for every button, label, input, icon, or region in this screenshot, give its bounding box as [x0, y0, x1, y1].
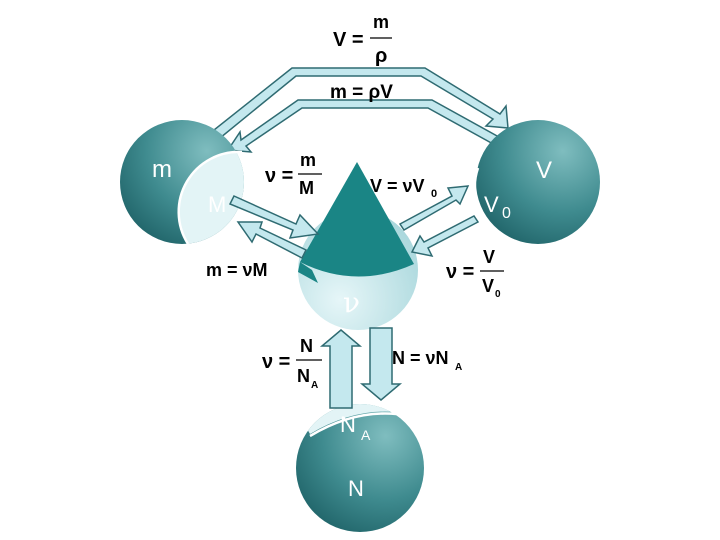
formula-nu-from-m: ν = m M — [265, 150, 322, 198]
svg-text:V: V — [484, 192, 499, 217]
svg-text:N: N — [340, 412, 356, 437]
formula-m-from-v: m = ρV — [330, 82, 393, 103]
svg-text:N: N — [300, 336, 313, 356]
svg-text:V =: V = — [333, 29, 364, 51]
amount-label: ν — [343, 286, 360, 319]
arrow-amount-to-volume — [398, 185, 470, 232]
arrow-volume-to-mass — [226, 99, 509, 153]
molar-volume-label: V 0 — [484, 192, 511, 222]
amount-sphere — [298, 162, 418, 330]
formula-nu-from-n: ν = N N A — [262, 336, 322, 391]
svg-text:ν =: ν = — [262, 351, 290, 373]
molar-mass-label: M — [208, 192, 226, 217]
formula-v-from-nu: V = νV 0 — [370, 176, 437, 200]
avogadro-label: N A — [340, 412, 371, 443]
svg-text:0: 0 — [502, 205, 511, 222]
svg-text:V: V — [482, 276, 494, 296]
arrow-mass-to-volume — [212, 67, 509, 140]
svg-text:0: 0 — [431, 188, 437, 200]
arrow-particles-to-amount — [319, 329, 363, 409]
mass-label: m — [152, 156, 172, 183]
particles-sphere — [296, 404, 424, 532]
svg-text:0: 0 — [495, 289, 501, 300]
particles-label: N — [348, 476, 364, 501]
svg-text:A: A — [455, 362, 462, 373]
svg-text:M: M — [299, 178, 314, 198]
arrow-amount-to-mass — [236, 221, 308, 260]
arrow-mass-to-amount — [228, 195, 320, 239]
svg-text:V = νV: V = νV — [370, 176, 425, 196]
formula-m-from-nu: m = νM — [206, 260, 268, 280]
svg-text:A: A — [361, 427, 371, 443]
arrow-volume-to-amount — [410, 215, 480, 258]
svg-text:N: N — [297, 366, 310, 386]
svg-text:ν =: ν = — [446, 261, 474, 283]
svg-text:ρ: ρ — [375, 45, 387, 67]
arrow-amount-to-particles — [359, 327, 403, 401]
svg-text:ν =: ν = — [265, 165, 293, 187]
svg-text:m: m — [300, 150, 316, 170]
formula-n-from-nu: N = νN A — [392, 348, 462, 373]
formula-nu-from-v: ν = V V 0 — [446, 247, 504, 300]
svg-text:N = νN: N = νN — [392, 348, 449, 368]
svg-text:m: m — [373, 12, 389, 32]
svg-text:A: A — [311, 380, 318, 391]
volume-label: V — [536, 157, 552, 184]
svg-text:V: V — [483, 247, 495, 267]
formula-v-from-m: V = m ρ — [333, 12, 392, 67]
